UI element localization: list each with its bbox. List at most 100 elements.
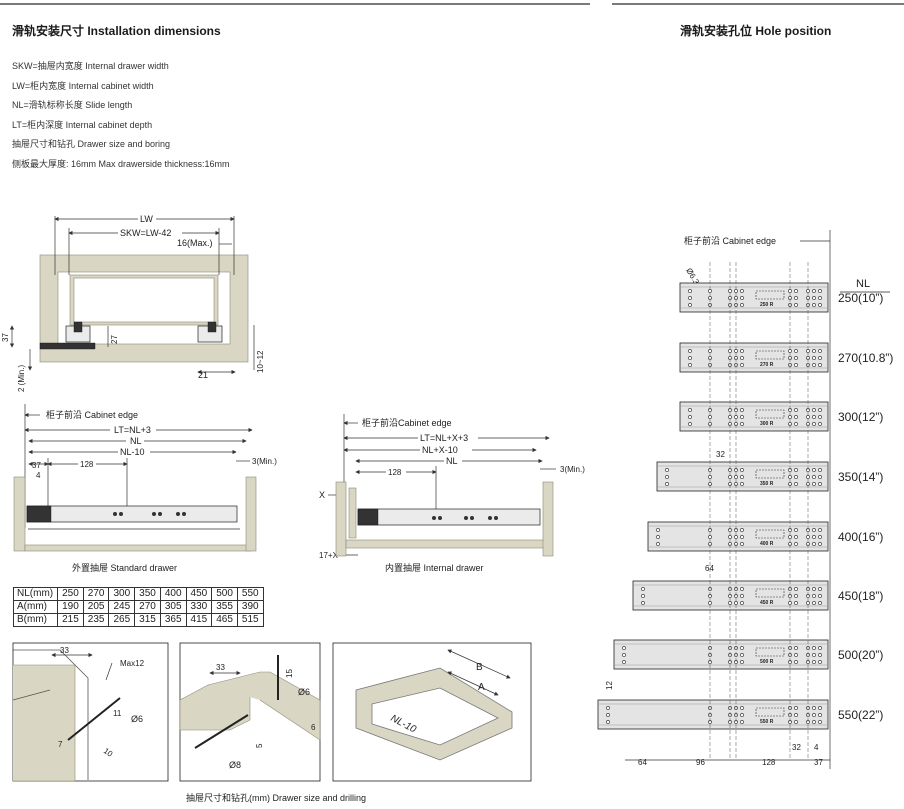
drilling-diagram-2: 33 15 Ø6 6 5 Ø8 — [179, 642, 321, 782]
hole-mark — [622, 660, 626, 664]
hole-mark — [794, 475, 798, 479]
hole-mark — [641, 601, 645, 605]
hole-mark — [812, 720, 816, 724]
definition-skw: SKW=抽屉内宽度 Internal drawer width — [12, 61, 169, 71]
hole-mark — [794, 713, 798, 717]
hole-64b: 64 — [638, 758, 647, 767]
drill1-11: 11 — [113, 709, 122, 718]
top-rule-right — [612, 3, 904, 5]
table-cell: 330 — [185, 600, 213, 614]
table-cell: 315 — [134, 613, 161, 627]
table-row-label: B(mm) — [12, 613, 59, 627]
slide-length-label: 500(20”) — [838, 648, 883, 662]
hole-mark — [740, 713, 744, 717]
hole-mark — [688, 408, 692, 412]
hole-mark — [794, 303, 798, 307]
int-nl: NL — [446, 456, 458, 466]
hole-mark — [665, 482, 669, 486]
hole-mark — [818, 535, 822, 539]
hole-mark — [812, 289, 816, 293]
hole-mark — [688, 356, 692, 360]
table-cell: 300 — [108, 587, 136, 601]
table-cell: 550 — [236, 587, 264, 601]
std-lt: LT=NL+3 — [114, 425, 151, 435]
hole-mark — [812, 653, 816, 657]
hole-mark — [812, 601, 816, 605]
hole-mark — [794, 660, 798, 664]
drilling-diagram-1: 33 Max12 11 Ø6 7 10 — [12, 642, 169, 782]
hole-mark — [740, 646, 744, 650]
hole-mark — [641, 594, 645, 598]
std-128: 128 — [80, 460, 94, 469]
slide-code: 500 R — [760, 659, 774, 665]
hole-4: 4 — [814, 743, 819, 752]
hole-mark — [812, 482, 816, 486]
hole-mark — [606, 706, 610, 710]
hole-mark — [818, 594, 822, 598]
hole-mark — [812, 713, 816, 717]
hole-mark — [794, 349, 798, 353]
hole-mark — [740, 542, 744, 546]
hole-mark — [818, 646, 822, 650]
drill1-d6: Ø6 — [131, 714, 143, 724]
hole-mark — [656, 528, 660, 532]
hole-mark — [740, 408, 744, 412]
hole-mark — [812, 363, 816, 367]
slide-body — [597, 699, 829, 730]
slide-code: 350 R — [760, 481, 774, 487]
hole-mark — [794, 535, 798, 539]
dim-37: 37 — [1, 333, 10, 342]
hole-mark — [740, 720, 744, 724]
table-cell: 515 — [236, 613, 264, 627]
std-nl10: NL-10 — [120, 447, 145, 457]
std-slide — [26, 505, 238, 523]
hole-mark — [794, 542, 798, 546]
hole-mark — [606, 713, 610, 717]
std-caption: 外置抽屉 Standard drawer — [72, 562, 177, 573]
hole-mark — [794, 653, 798, 657]
drill2-d8: Ø8 — [229, 760, 241, 770]
dim-21: 21 — [198, 370, 208, 380]
hole-mark — [740, 475, 744, 479]
hole-mark — [688, 363, 692, 367]
hole-mark — [794, 468, 798, 472]
internal-drawer-diagram: 柜子前沿Cabinet edge LT=NL+X+3 NL+X-10 NL 12… — [319, 414, 585, 573]
drill2-33: 33 — [216, 663, 225, 672]
slide-body — [647, 521, 829, 552]
hole-mark — [688, 415, 692, 419]
slide-length-label: 450(18”) — [838, 589, 883, 603]
drill2-15: 15 — [285, 669, 294, 678]
hole-mark — [794, 720, 798, 724]
hole-mark — [794, 422, 798, 426]
dim-lw: LW — [140, 214, 153, 224]
hole-mark — [818, 706, 822, 710]
slide-code: 400 R — [760, 541, 774, 547]
hole-mark — [818, 720, 822, 724]
hole-mark — [665, 468, 669, 472]
hole-mark — [740, 594, 744, 598]
hole-mark — [794, 528, 798, 532]
hole-32: 32 — [716, 450, 725, 459]
hole-mark — [818, 303, 822, 307]
hole-mark — [794, 587, 798, 591]
hole-mark — [622, 653, 626, 657]
hole-mark — [740, 289, 744, 293]
table-cell: 270 — [134, 600, 161, 614]
hole-mark — [794, 356, 798, 360]
hole-mark — [818, 660, 822, 664]
hole-64: 64 — [705, 564, 714, 573]
hole-mark — [794, 415, 798, 419]
hole-mark — [812, 587, 816, 591]
hole-mark — [818, 468, 822, 472]
table-cell: 265 — [108, 613, 136, 627]
std-front-panel — [13, 476, 26, 552]
hole-mark — [794, 363, 798, 367]
drill2-d6: Ø6 — [298, 687, 310, 697]
